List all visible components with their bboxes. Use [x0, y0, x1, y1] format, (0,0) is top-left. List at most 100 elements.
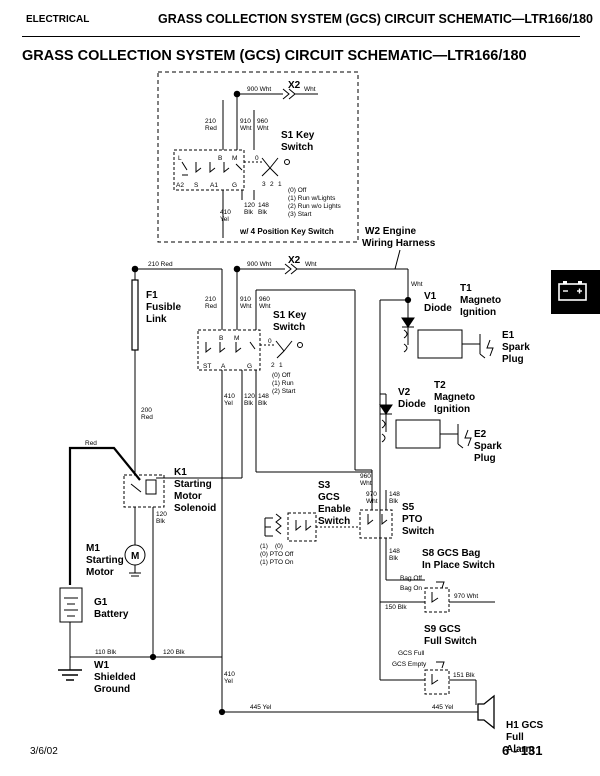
- inset-switch-name: Switch: [281, 142, 313, 153]
- s3-symbol: [264, 513, 282, 537]
- page-header: ELECTRICAL GRASS COLLECTION SYSTEM (GCS)…: [22, 12, 593, 37]
- inset-legend-2: (2) Run w/o Lights: [288, 203, 341, 210]
- v1-diode-symbol: [401, 317, 415, 328]
- f1-id: F1: [146, 290, 158, 301]
- inset-caption: w/ 4 Position Key Switch: [239, 227, 334, 236]
- g1-id: G1: [94, 597, 108, 608]
- s3-switch-body: [287, 512, 317, 542]
- k1-name2: Motor: [174, 491, 202, 502]
- v2-id: V2: [398, 387, 411, 398]
- s3-name3: Switch: [318, 516, 350, 527]
- inset-pos-3: 3: [262, 181, 266, 188]
- s1-910-color: Wht: [240, 303, 252, 310]
- inset-term-G: G: [232, 182, 237, 189]
- inset-legend-3: (3) Start: [288, 211, 312, 218]
- inset-910-num: 910: [240, 118, 251, 125]
- wire-148c-color: Blk: [389, 555, 399, 562]
- v2-diode-symbol: [379, 404, 393, 415]
- t2-name1: Magneto: [434, 392, 475, 403]
- s5-name1: PTO: [402, 514, 423, 525]
- wire-445b-label: 445 Yel: [432, 704, 454, 711]
- harness-name: Wiring Harness: [362, 238, 436, 249]
- inset-key-symbol: [261, 157, 279, 177]
- battery-icon: [558, 281, 587, 301]
- wire-970b-label: 970 Wht: [454, 593, 478, 600]
- bag-off-label: Bag Off: [400, 575, 422, 582]
- s9-name: Full Switch: [424, 636, 477, 647]
- s1-key-symbol: [275, 340, 293, 359]
- page-title: GRASS COLLECTION SYSTEM (GCS) CIRCUIT SC…: [22, 48, 527, 64]
- e1-name2: Plug: [502, 354, 524, 365]
- h1-id: H1 GCS: [506, 720, 544, 731]
- gcs-empty-label: GCS Empty: [392, 661, 427, 668]
- f1-name1: Fusible: [146, 302, 181, 313]
- inset-term-A1: A1: [210, 182, 218, 189]
- wire-red-battery: [68, 446, 141, 585]
- wire-151-label: 151 Blk: [453, 672, 475, 679]
- s5-contacts: [367, 514, 388, 526]
- wire-410b-num: 410: [224, 671, 235, 678]
- wire-120b-label: 120 Blk: [163, 649, 185, 656]
- inset-410-num: 410: [220, 209, 231, 216]
- harness-id: W2 Engine: [365, 226, 417, 237]
- e2-name1: Spark: [474, 441, 502, 452]
- s1-pos-2: 2: [271, 362, 275, 369]
- s3-pos-1: (1): [260, 543, 268, 550]
- inset-term-A2: A2: [176, 182, 184, 189]
- s1-id: S1 Key: [273, 310, 307, 321]
- footer-date: 3/6/02: [30, 746, 58, 757]
- t2-coil: [381, 419, 386, 443]
- gcs-full-label: GCS Full: [398, 650, 425, 657]
- x2-wht-label: Wht: [305, 261, 317, 268]
- h1-alarm-horn-icon: [477, 694, 495, 730]
- w1-name1: Shielded: [94, 672, 136, 683]
- wire-red-label: Red: [85, 440, 97, 447]
- s3-legend-1: (1) PTO On: [260, 559, 294, 566]
- s1-contacts: [205, 341, 256, 354]
- t1-name2: Ignition: [460, 307, 496, 318]
- s1-910-num: 910: [240, 296, 251, 303]
- s8-name: In Place Switch: [422, 560, 495, 571]
- s9-contacts: [431, 661, 445, 685]
- h1-name2: Alarm: [506, 744, 534, 755]
- m1-name1: Starting: [86, 555, 124, 566]
- wire-120-color: Blk: [244, 400, 254, 407]
- wire-410b-color: Yel: [224, 678, 233, 685]
- inset-pos-1: 1: [278, 181, 282, 188]
- inset-term-B: B: [218, 155, 222, 162]
- s3-name2: Enable: [318, 504, 351, 515]
- s1-term-A: A: [221, 363, 226, 370]
- s1-pos-1: 1: [279, 362, 283, 369]
- junction-dot: [218, 708, 226, 716]
- wire-148c-num: 148: [389, 548, 400, 555]
- inset-910-color: Wht: [240, 125, 252, 132]
- v2-name: Diode: [398, 399, 426, 410]
- m1-ground: [129, 565, 141, 577]
- k1-solenoid-body: [123, 474, 165, 508]
- inset-120-num: 120: [244, 202, 255, 209]
- inset-148-color: Blk: [258, 209, 268, 216]
- g1-name: Battery: [94, 609, 129, 620]
- s9-switch-body: [424, 669, 450, 695]
- section-label: ELECTRICAL: [26, 14, 90, 25]
- h1-name1: Full: [506, 732, 524, 743]
- harness-leader: [394, 249, 401, 270]
- k1-name3: Solenoid: [174, 503, 216, 514]
- inset-pos-2: 2: [270, 181, 274, 188]
- wire-148-color: Blk: [258, 400, 268, 407]
- s1-term-G: G: [247, 363, 252, 370]
- s1-legend-1: (1) Run: [272, 380, 294, 387]
- s1-legend-0: (0) Off: [272, 372, 290, 379]
- inset-key-pivot: [284, 159, 290, 165]
- m1-symbol-text: M: [131, 551, 139, 562]
- s8-switch-body: [424, 587, 450, 613]
- wire-200-color: Red: [141, 414, 153, 421]
- wire-970-num: 970: [366, 491, 377, 498]
- header-title: GRASS COLLECTION SYSTEM (GCS) CIRCUIT SC…: [158, 12, 593, 26]
- inset-switch-id: S1 Key: [281, 130, 315, 141]
- junction-dot: [149, 653, 157, 661]
- e1-spark-plug: [479, 334, 494, 359]
- inset-4-position-key-switch: 900 Wht X2 Wht 210 Red 910 Wht 960 Wht S…: [157, 71, 359, 243]
- m1-id: M1: [86, 543, 100, 554]
- inset-term-M: M: [232, 155, 237, 162]
